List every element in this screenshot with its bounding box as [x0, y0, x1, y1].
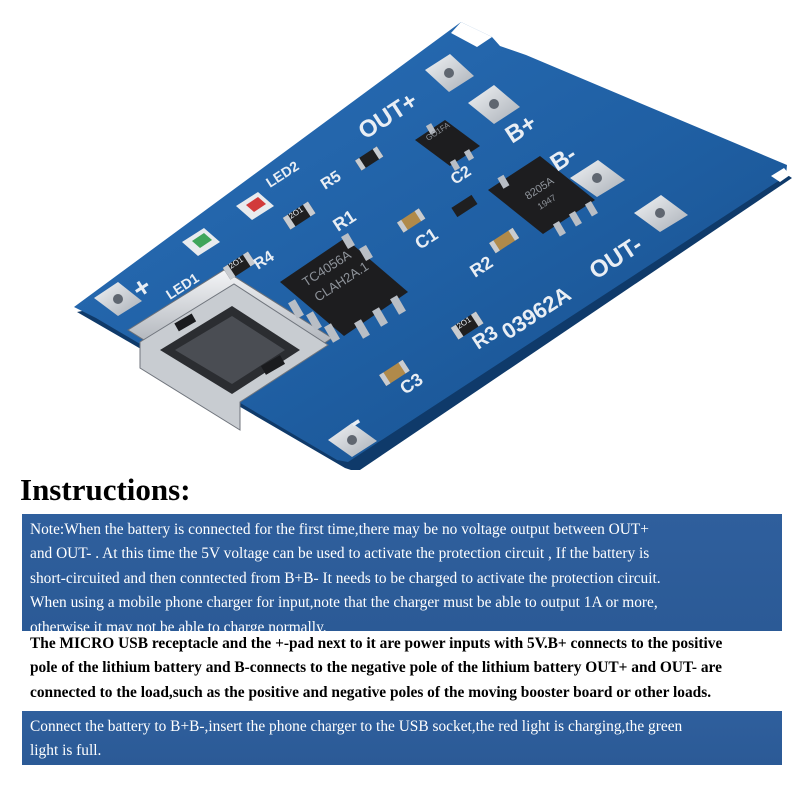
connect-box: Connect the battery to B+B-,insert the p… — [22, 711, 782, 765]
pad-out-minus — [634, 195, 688, 232]
note-box: Note:When the battery is connected for t… — [22, 514, 782, 636]
protection-ic — [415, 120, 480, 171]
description-line: connected to the load,such as the positi… — [30, 683, 712, 701]
mosfet-ic — [488, 156, 598, 237]
connect-line: light is full. — [30, 742, 102, 760]
micro-usb-connector — [127, 269, 333, 431]
note-line: otherwise it may not be able to charge n… — [30, 618, 327, 636]
pad-minus-input — [328, 423, 377, 457]
pcb-notch — [451, 22, 492, 47]
connect-line: Connect the battery to B+B-,insert the p… — [30, 718, 683, 735]
pad-plus-input — [94, 282, 142, 316]
instructions-heading: Instructions: — [20, 472, 191, 507]
led2-component — [236, 192, 274, 220]
product-photo: TC4056A CLAH2A.1 8205A 1947 GO1FA — [74, 22, 792, 470]
note-line: short-circuited and then conntected from… — [30, 569, 661, 587]
charger-ic — [280, 232, 408, 343]
pad-b-plus — [468, 85, 520, 124]
note-line: When using a mobile phone charger for in… — [30, 594, 658, 612]
description-line: pole of the lithium battery and B-connec… — [30, 659, 722, 677]
description-line: The MICRO USB receptacle and the +-pad n… — [30, 635, 723, 652]
passive-components — [222, 146, 520, 387]
note-line: and OUT- . At this time the 5V voltage c… — [30, 545, 650, 563]
pcb-notch — [771, 168, 790, 182]
note-line: Note:When the battery is connected for t… — [30, 521, 649, 538]
pad-out-plus — [425, 54, 474, 92]
description-text: The MICRO USB receptacle and the +-pad n… — [30, 631, 780, 705]
pad-b-minus — [570, 160, 625, 197]
led1-component — [182, 228, 220, 256]
